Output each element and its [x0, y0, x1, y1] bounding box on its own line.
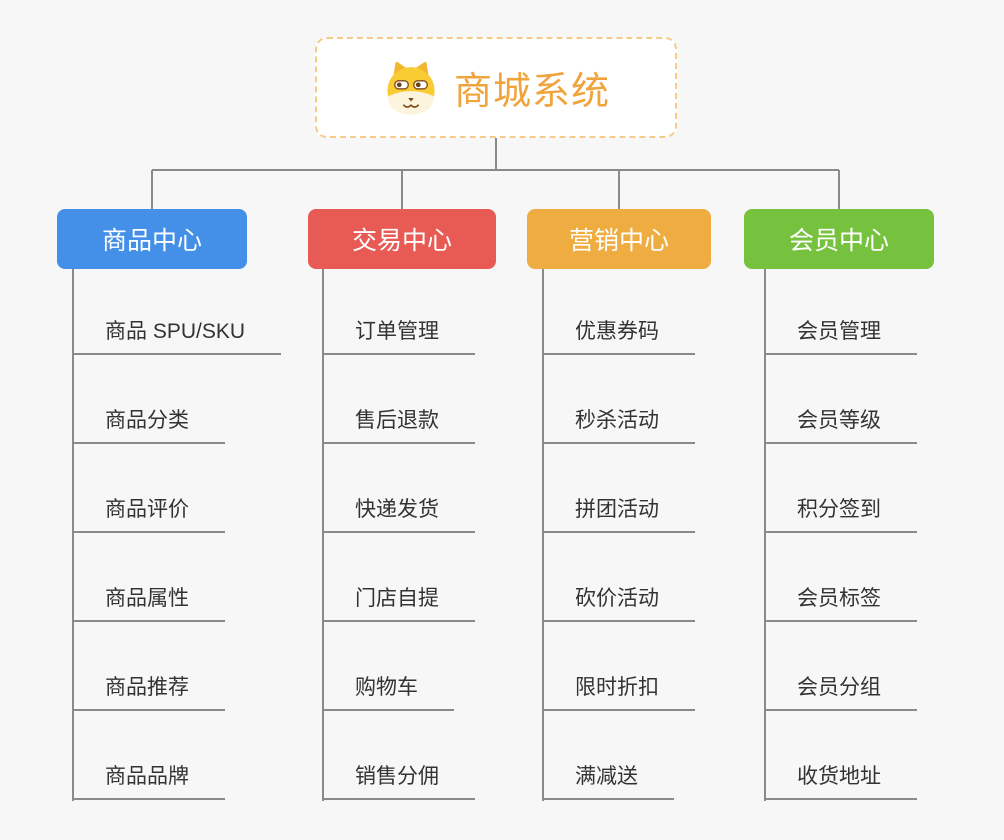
- subtopic-item[interactable]: 砍价活动: [543, 584, 695, 622]
- subtopic-item[interactable]: 会员等级: [765, 406, 917, 444]
- subtopic-item[interactable]: 会员分组: [765, 673, 917, 711]
- branch-product-center[interactable]: 商品中心: [57, 209, 247, 269]
- subtopic-item[interactable]: 积分签到: [765, 495, 917, 533]
- subtopic-item[interactable]: 销售分佣: [323, 762, 475, 800]
- subtopic-item[interactable]: 优惠券码: [543, 317, 695, 355]
- subtopic-item[interactable]: 快递发货: [323, 495, 475, 533]
- branch-label: 商品中心: [101, 227, 202, 255]
- subtopic-item[interactable]: 收货地址: [765, 762, 917, 800]
- subtopic-item[interactable]: 商品分类: [73, 406, 225, 444]
- root-topic-title: 商城系统: [453, 71, 610, 113]
- subtopic-item[interactable]: 售后退款: [323, 406, 475, 444]
- branch-label: 营销中心: [568, 227, 669, 255]
- branch-label: 会员中心: [788, 227, 889, 255]
- dog-face-icon: [387, 61, 435, 114]
- branch-marketing-center[interactable]: 营销中心: [527, 209, 711, 269]
- subtopic-item[interactable]: 订单管理: [323, 317, 475, 355]
- branch-label: 交易中心: [351, 227, 452, 255]
- branch-trade-center[interactable]: 交易中心: [308, 209, 496, 269]
- branch-member-center[interactable]: 会员中心: [744, 209, 934, 269]
- subtopic-item[interactable]: 商品推荐: [73, 673, 225, 711]
- root-topic[interactable]: 商城系统: [315, 37, 677, 138]
- subtopic-item[interactable]: 购物车: [323, 673, 454, 711]
- subtopic-item[interactable]: 限时折扣: [543, 673, 695, 711]
- subtopic-item[interactable]: 商品评价: [73, 495, 225, 533]
- subtopic-item[interactable]: 商品 SPU/SKU: [73, 317, 282, 355]
- subtopic-item[interactable]: 商品属性: [73, 584, 225, 622]
- subtopic-item[interactable]: 满减送: [543, 762, 674, 800]
- subtopic-item[interactable]: 商品品牌: [73, 762, 225, 800]
- subtopic-item[interactable]: 会员管理: [765, 317, 917, 355]
- subtopic-item[interactable]: 会员标签: [765, 584, 917, 622]
- subtopic-item[interactable]: 门店自提: [323, 584, 475, 622]
- subtopic-item[interactable]: 秒杀活动: [543, 406, 695, 444]
- subtopic-item[interactable]: 拼团活动: [543, 495, 695, 533]
